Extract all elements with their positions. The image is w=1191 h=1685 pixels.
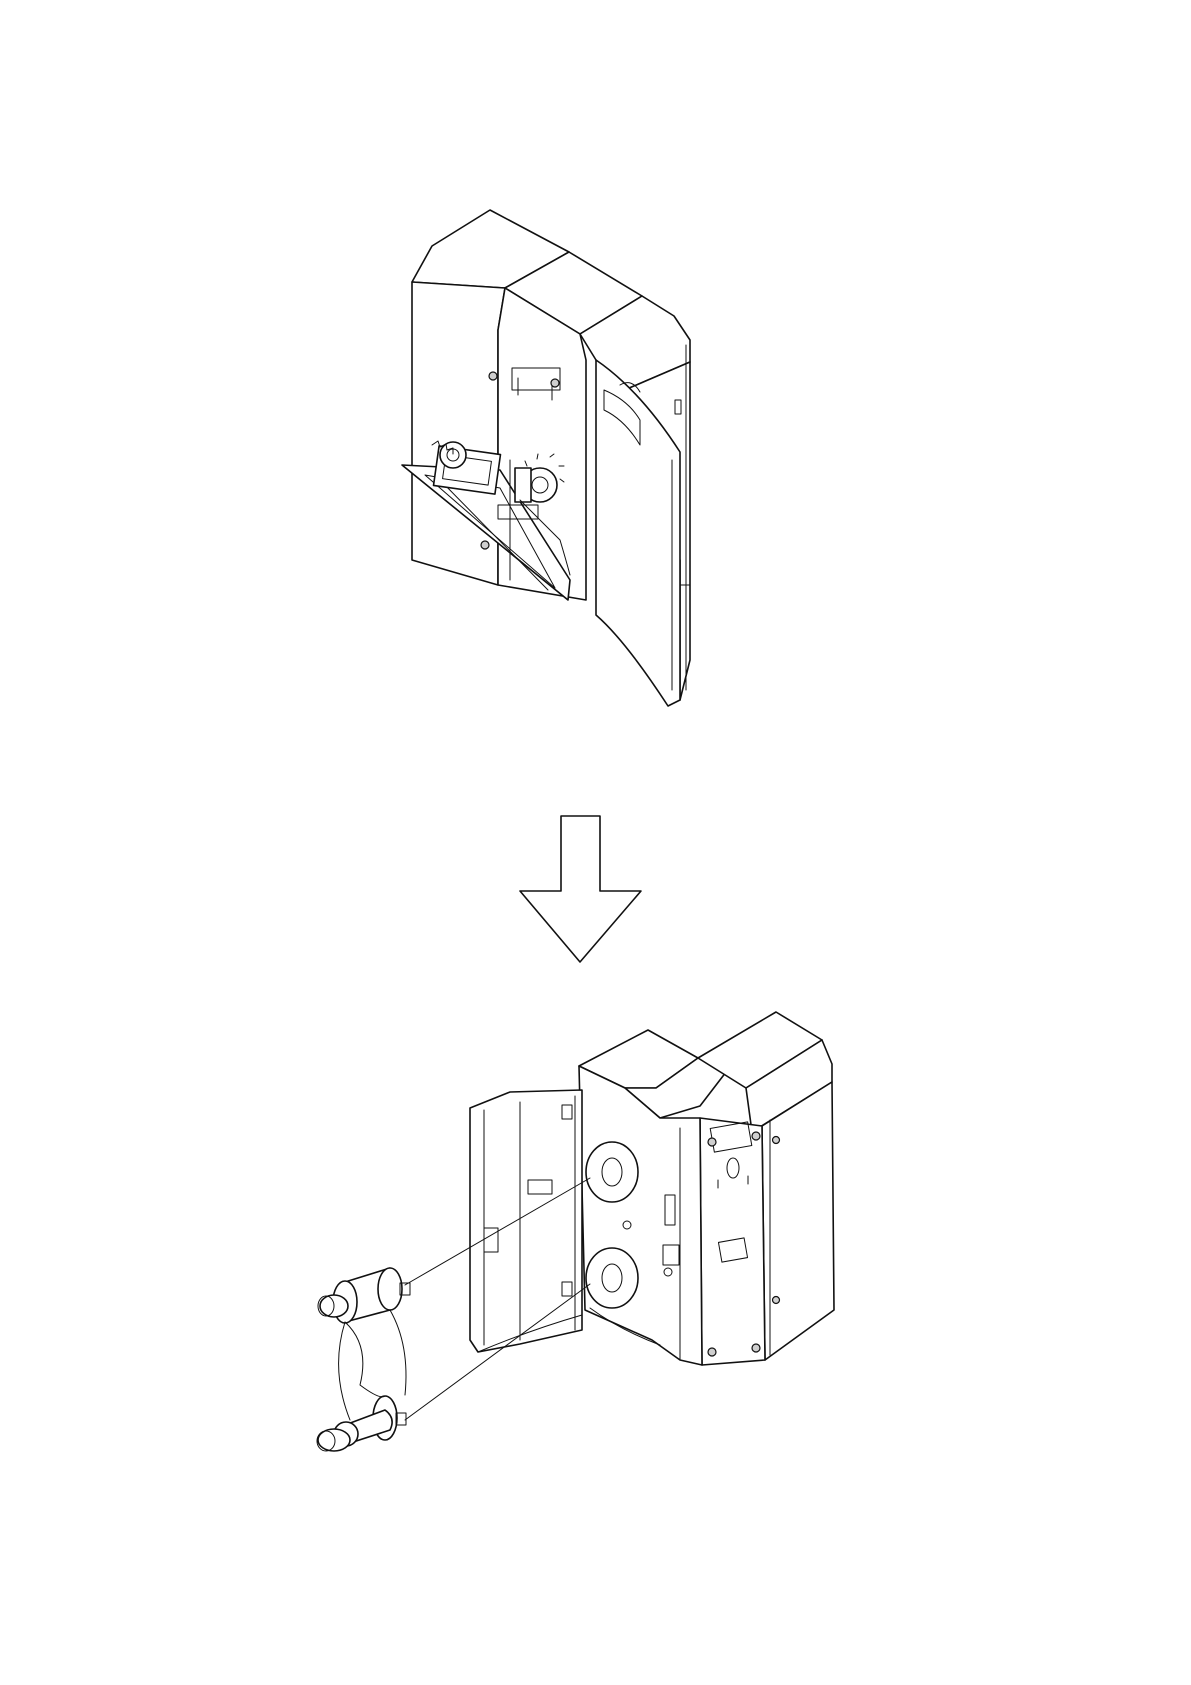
screw: [708, 1348, 716, 1356]
screw: [708, 1138, 716, 1146]
ribbon-spool-icon: [317, 1268, 410, 1451]
screw: [773, 1297, 780, 1304]
screw: [481, 541, 489, 549]
printer-open-front-cover-drawing: [402, 210, 690, 706]
screw: [551, 379, 559, 387]
left-housing-front: [412, 282, 505, 585]
screw: [752, 1132, 760, 1140]
lower-spool-hub: [586, 1248, 638, 1308]
screw: [773, 1137, 780, 1144]
mechanism-panel: [700, 1118, 765, 1365]
right-housing-side: [762, 1082, 834, 1360]
down-arrow-icon: [520, 816, 641, 962]
screw: [489, 372, 497, 380]
printer-ribbon-loading-drawing: [405, 1012, 834, 1420]
front-door-open: [470, 1090, 582, 1352]
screw: [752, 1344, 760, 1352]
upper-spool-hub: [586, 1142, 638, 1202]
